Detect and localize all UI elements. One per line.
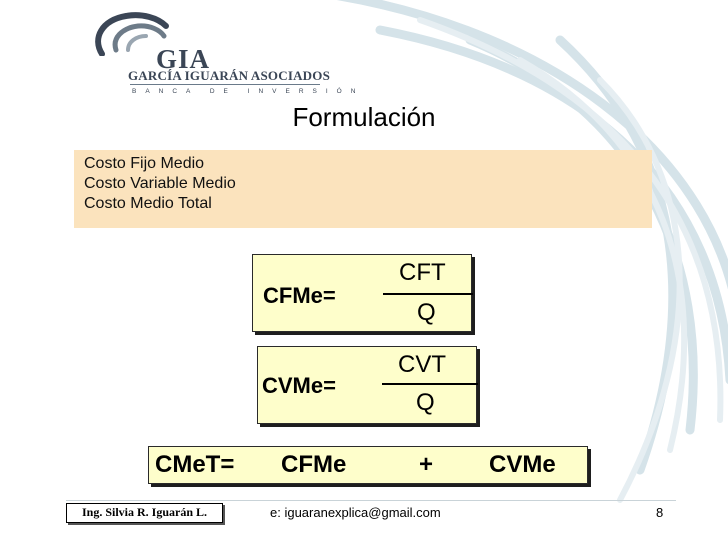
concept-item: Costo Fijo Medio [84,155,205,172]
concept-item: Costo Medio Total [84,195,212,212]
cmet-label: CMeT= [155,451,235,478]
formula-cmet: CMeT= CFMe + CVMe [148,446,588,484]
cmet-term-cfme: CFMe [281,451,347,478]
slide-title: Formulación [0,102,728,133]
formula-label: CFMe= [263,283,336,308]
slide-title-text: Formulación [292,102,436,132]
cmet-term-cvme: CVMe [489,451,556,478]
formula-label: CVMe= [262,373,336,398]
page-number: 8 [656,505,664,520]
fraction-bar [382,383,478,385]
concepts-box: Costo Fijo Medio Costo Variable Medio Co… [74,150,652,228]
formula-denominator: Q [417,299,436,326]
concept-item: Costo Variable Medio [84,175,236,192]
logo-tagline: BANCA DE INVERSIÓN [132,88,365,95]
formula-numerator: CVT [398,351,446,378]
fraction-bar [383,293,473,295]
footer-author: Ing. Silvia R. Iguarán L. [66,503,223,523]
logo-emblem-icon [95,12,169,56]
formula-numerator: CFT [399,259,446,286]
cmet-operator: + [419,451,434,478]
formula-cfme: CFMe= CFT Q [252,254,473,332]
logo-mark: GIA [156,44,211,74]
logo-divider [130,84,320,85]
formula-denominator: Q [416,389,435,416]
formula-cvme: CVMe= CVT Q [257,346,478,424]
company-logo: GIA GARCÍA IGUARÁN ASOCIADOS BANCA DE IN… [62,10,355,100]
footer-email: e: iguaranexplica@gmail.com [270,505,441,520]
footer-divider [66,500,676,501]
logo-company-name: GARCÍA IGUARÁN ASOCIADOS [128,68,330,83]
